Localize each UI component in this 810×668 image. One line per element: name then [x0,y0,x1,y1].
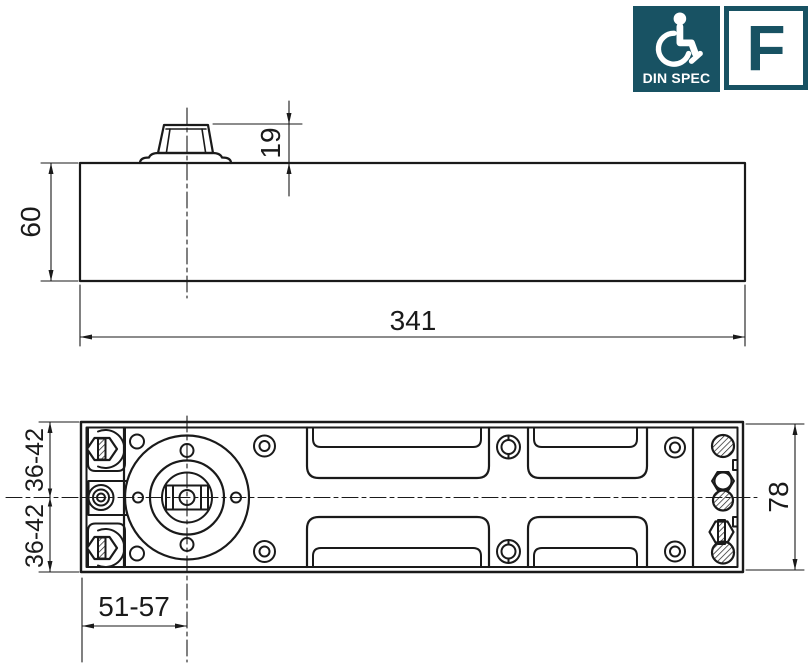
fixing-screws [253,434,686,564]
hex-valve-slot [717,519,726,545]
din-spec-label: DIN SPEC [642,70,711,86]
bottom-hex-valve-slot [97,536,107,560]
fire-rating-badge: F [724,6,808,90]
fire-rating-letter: F [746,12,786,84]
dim-label-spindle-height: 19 [255,127,286,158]
dim-label-body-height: 60 [15,206,46,237]
wheelchair-icon [655,12,703,67]
dimension-body-length [79,284,746,347]
dimension-body-height [40,162,79,282]
dim-label-body-length: 341 [390,305,437,336]
dim-label-axis-top: 36-42 [21,428,49,492]
mounting-hole [129,545,145,562]
right-valve-section [708,433,739,565]
dimension-edge-to-axis [81,577,188,663]
valve-screw-slotted [711,489,735,512]
mounting-hole [129,433,145,450]
side-view-body [78,161,747,283]
plan-view [5,415,805,663]
dimension-axis-offset [38,421,80,573]
side-view-spindle [138,123,233,165]
valve-screw-slotted [710,540,736,565]
din-spec-badge: DIN SPEC [633,6,720,92]
dim-label-edge-to-axis: 51-57 [98,591,170,622]
valve-screw-slotted [710,433,736,459]
dimension-body-width [745,423,805,571]
dim-label-axis-bottom: 36-42 [21,504,49,568]
dim-label-body-width: 78 [763,481,794,512]
top-hex-valve-slot [97,437,107,461]
cover-plate-slots [305,426,649,569]
dimension-spindle-height [212,100,303,197]
side-view [40,100,747,347]
